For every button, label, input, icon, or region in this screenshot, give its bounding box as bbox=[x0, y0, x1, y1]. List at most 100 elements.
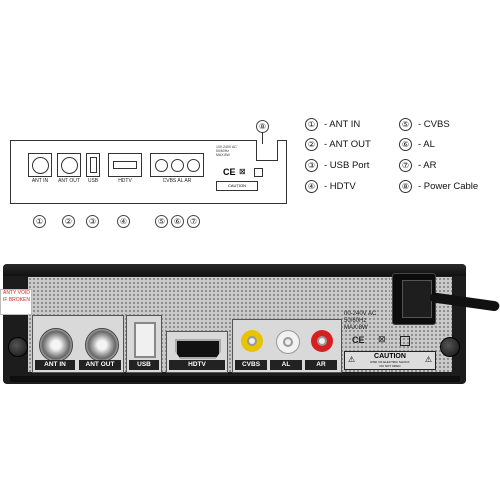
legend-text: - CVBS bbox=[418, 119, 450, 131]
legend-item-cvbs: ⑤ - CVBS bbox=[399, 118, 450, 131]
diagram-power-spec: 100-240V AC 50/60Hz MAX:8W bbox=[216, 145, 237, 157]
warranty-void-sticker: ANTY VOID IF BROKEN bbox=[0, 289, 32, 315]
diagram-number-6: ⑥ bbox=[171, 215, 184, 228]
usb-port[interactable] bbox=[134, 322, 156, 358]
receiver-rear-photo: ANTY VOID IF BROKEN ANT IN ANT OUT USB H… bbox=[0, 255, 500, 395]
double-insulation-icon bbox=[400, 336, 410, 346]
diagram-number-5: ⑤ bbox=[155, 215, 168, 228]
hdmi-port[interactable] bbox=[175, 339, 221, 359]
al-label: AL bbox=[270, 360, 302, 370]
ar-jack[interactable] bbox=[311, 330, 333, 352]
diagram-usb-label: USB bbox=[87, 178, 99, 184]
diagram-number-3: ③ bbox=[86, 215, 99, 228]
diagram-al-jack bbox=[171, 159, 184, 172]
diagram-spec-line-2: 50/60Hz bbox=[216, 149, 230, 153]
diagram-caution-label: CAUTION bbox=[216, 181, 258, 191]
sticker-line-1: ANTY VOID bbox=[3, 290, 30, 296]
legend-item-usb: ③ - USB Port bbox=[305, 159, 369, 172]
warning-triangle-icon-right: ⚠ bbox=[424, 355, 432, 364]
sticker-line-2: IF BROKEN bbox=[3, 297, 30, 303]
usb-plate: USB bbox=[126, 315, 162, 373]
diagram-number-4: ④ bbox=[117, 215, 130, 228]
al-jack-center bbox=[283, 337, 293, 347]
diagram-hdtv-label: HDTV bbox=[118, 178, 132, 184]
diagram-hdmi-slot bbox=[113, 161, 137, 169]
power-spec-text: 00-240V AC 50/60Hz MAX:8W bbox=[344, 311, 376, 332]
diagram-usb-port: USB bbox=[86, 153, 100, 184]
legend-num: ③ bbox=[305, 159, 318, 172]
legend-item-hdtv: ④ - HDTV bbox=[305, 180, 356, 193]
legend-item-ar: ⑦ - AR bbox=[399, 159, 436, 172]
ant-in-label: ANT IN bbox=[35, 360, 75, 370]
diagram-usb-slot bbox=[90, 157, 97, 173]
usb-label: USB bbox=[129, 360, 159, 370]
diagram-hdtv-port: HDTV bbox=[108, 153, 142, 184]
legend-text: - Power Cable bbox=[418, 181, 479, 193]
legend-text: - HDTV bbox=[324, 181, 356, 193]
diagram-number-1: ① bbox=[33, 215, 46, 228]
diagram-ant-out-connector bbox=[61, 157, 78, 174]
ar-label: AR bbox=[305, 360, 337, 370]
caution-subtext: RISK OF ELECTRIC SHOCK DO NOT OPEN bbox=[359, 360, 421, 368]
warning-triangle-icon: ⚠ bbox=[348, 355, 356, 364]
legend-num: ① bbox=[305, 118, 318, 131]
bin-icon: ⊠ bbox=[378, 334, 386, 344]
diagram-ant-in-label: ANT IN bbox=[31, 178, 49, 184]
al-jack[interactable] bbox=[276, 330, 300, 354]
screw-left bbox=[8, 337, 28, 357]
cvbs-jack[interactable] bbox=[241, 330, 263, 352]
legend-text: - AL bbox=[418, 139, 435, 151]
receiver-bottom-edge bbox=[10, 376, 460, 382]
legend-num: ⑤ bbox=[399, 118, 412, 131]
diagram-rca-group: CVBS AL AR bbox=[150, 153, 204, 184]
diagram-leader-8 bbox=[262, 132, 263, 144]
ant-out-connector[interactable] bbox=[85, 328, 119, 362]
legend-num: ⑦ bbox=[399, 159, 412, 172]
hdtv-plate: HDTV bbox=[166, 331, 228, 373]
power-cable-plug[interactable] bbox=[402, 280, 432, 318]
rear-panel-diagram: ANT IN ANT OUT USB HDTV CVBS AL AR 100-2… bbox=[0, 110, 300, 230]
caution-label: ⚠ CAUTION RISK OF ELECTRIC SHOCK DO NOT … bbox=[344, 351, 436, 370]
diagram-power-cable-slot bbox=[256, 140, 278, 161]
diagram-ant-in-port: ANT IN bbox=[28, 153, 52, 184]
diagram-ar-jack bbox=[187, 159, 200, 172]
diagram-spec-line-1: 100-240V AC bbox=[216, 145, 237, 149]
diagram-panel-outline: ANT IN ANT OUT USB HDTV CVBS AL AR 100-2… bbox=[10, 140, 287, 204]
ant-in-connector[interactable] bbox=[39, 328, 73, 362]
diagram-ant-out-port: ANT OUT bbox=[57, 153, 81, 184]
cvbs-label: CVBS bbox=[235, 360, 267, 370]
diagram-number-2: ② bbox=[62, 215, 75, 228]
ar-jack-center bbox=[317, 336, 327, 346]
legend-text: - USB Port bbox=[324, 160, 370, 172]
spec-line-1: 00-240V AC bbox=[344, 311, 377, 317]
diagram-rca-label: CVBS AL AR bbox=[162, 178, 192, 184]
diagram-bin-icon: ⊠ bbox=[239, 167, 246, 176]
spec-line-3: MAX:8W bbox=[344, 325, 368, 331]
antenna-plate: ANT IN ANT OUT bbox=[32, 315, 124, 373]
diagram-cvbs-jack bbox=[155, 159, 168, 172]
diagram-double-insulation-icon bbox=[254, 168, 263, 177]
receiver-top-edge bbox=[3, 264, 466, 276]
diagram-number-7: ⑦ bbox=[187, 215, 200, 228]
cvbs-jack-center bbox=[247, 336, 257, 346]
legend-item-power-cable: ⑧- Power Cable bbox=[399, 180, 478, 193]
legend-item-ant-in: ① - ANT IN bbox=[305, 118, 360, 131]
caution-title: CAUTION bbox=[374, 353, 406, 360]
caution-sub-2: DO NOT OPEN bbox=[379, 364, 401, 368]
hdtv-label: HDTV bbox=[169, 360, 225, 370]
caution-sub-1: RISK OF ELECTRIC SHOCK bbox=[370, 360, 410, 364]
legend-num: ⑥ bbox=[399, 138, 412, 151]
legend-item-ant-out: ② - ANT OUT bbox=[305, 138, 371, 151]
legend-item-al: ⑥ - AL bbox=[399, 138, 435, 151]
port-legend: ① - ANT IN ② - ANT OUT ③ - USB Port ④ - HDTV… bbox=[305, 118, 495, 198]
ce-mark: CE bbox=[352, 335, 365, 345]
legend-num: ④ bbox=[305, 180, 318, 193]
legend-text: - ANT OUT bbox=[324, 139, 371, 151]
legend-text: - ANT IN bbox=[324, 119, 361, 131]
rca-plate: CVBS AL AR bbox=[232, 319, 342, 373]
legend-text: - AR bbox=[418, 160, 437, 172]
legend-num: ② bbox=[305, 138, 318, 151]
ant-out-label: ANT OUT bbox=[79, 360, 121, 370]
screw-right bbox=[440, 337, 460, 357]
diagram-ant-in-connector bbox=[32, 157, 49, 174]
